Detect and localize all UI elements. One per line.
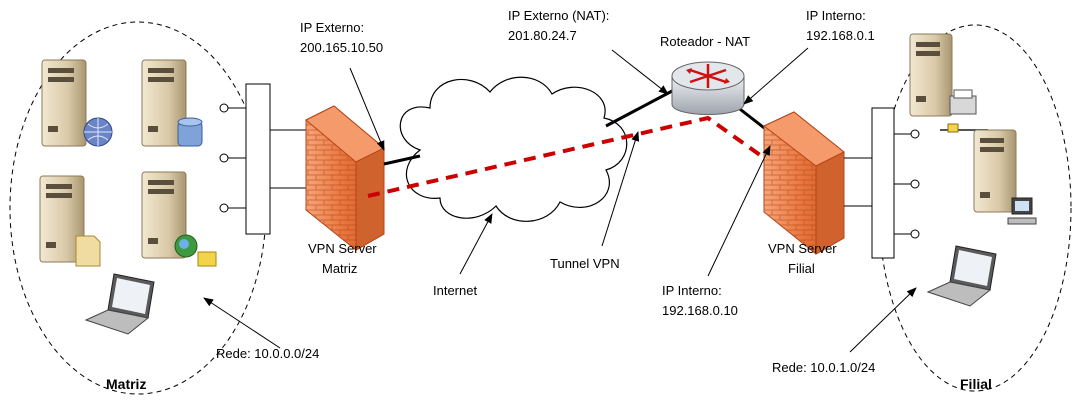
firewall-filial-icon [763,111,845,255]
filial-switch [871,107,895,259]
router-label: Roteador - NAT [660,34,750,49]
rede-filial-label: Rede: 10.0.1.0/24 [772,360,875,375]
matriz-title: Matriz [106,376,146,392]
ip-interno-vpn-value: 192.168.0.10 [662,303,738,318]
arrow-ip-externo-matriz [349,67,385,151]
router-icon [671,61,745,115]
matriz-switch-ports [219,103,306,213]
vpn-tunnel-line [367,115,814,198]
matriz-switch [245,83,271,235]
vpn-server-filial-site: Filial [788,261,815,276]
ip-externo-nat-label: IP Externo (NAT): [508,8,609,23]
vpn-server-matriz-label: VPN Server [308,241,377,256]
vpn-server-matriz-site: Matriz [322,261,357,276]
filial-site-boundary [878,24,1072,392]
ip-interno-router-label: IP Interno: [806,8,866,23]
internet-cloud [399,76,628,222]
arrow-ip-interno-vpn [707,145,771,277]
arrow-rede-filial [849,287,917,353]
internet-label: Internet [433,283,477,298]
server-file-icon [39,175,101,267]
server-database-icon [141,59,203,147]
server-printer-icon [909,33,988,133]
laptop-filial-icon [926,245,997,307]
ip-externo-nat-value: 201.80.24.7 [508,28,577,43]
callout-arrows [203,47,917,353]
arrow-rede-matriz [203,297,281,349]
ip-externo-matriz-value: 200.165.10.50 [300,40,383,55]
server-web-icon [41,59,113,147]
arrow-ip-interno-router [743,47,809,105]
firewall-matriz-icon [305,105,385,251]
link-matriz-firewall-internet [383,154,421,166]
laptop-matriz-icon [84,273,155,335]
filial-switch-ports [894,129,920,239]
server-network-icon [141,171,217,267]
ip-externo-matriz-label: IP Externo: [300,20,364,35]
tunnel-label: Tunnel VPN [550,256,620,271]
arrow-ip-externo-nat [611,49,669,95]
vpn-server-filial-label: VPN Server [768,241,837,256]
rede-matriz-label: Rede: 10.0.0.0/24 [216,346,319,361]
server-workstation-icon [973,129,1037,225]
arrow-tunnel [601,131,640,247]
filial-switch-links [844,157,872,207]
link-internet-router [605,88,675,128]
ip-interno-vpn-label: IP Interno: [662,283,722,298]
filial-title: Filial [960,376,992,392]
ip-interno-router-value: 192.168.0.1 [806,28,875,43]
arrow-internet [459,213,493,275]
